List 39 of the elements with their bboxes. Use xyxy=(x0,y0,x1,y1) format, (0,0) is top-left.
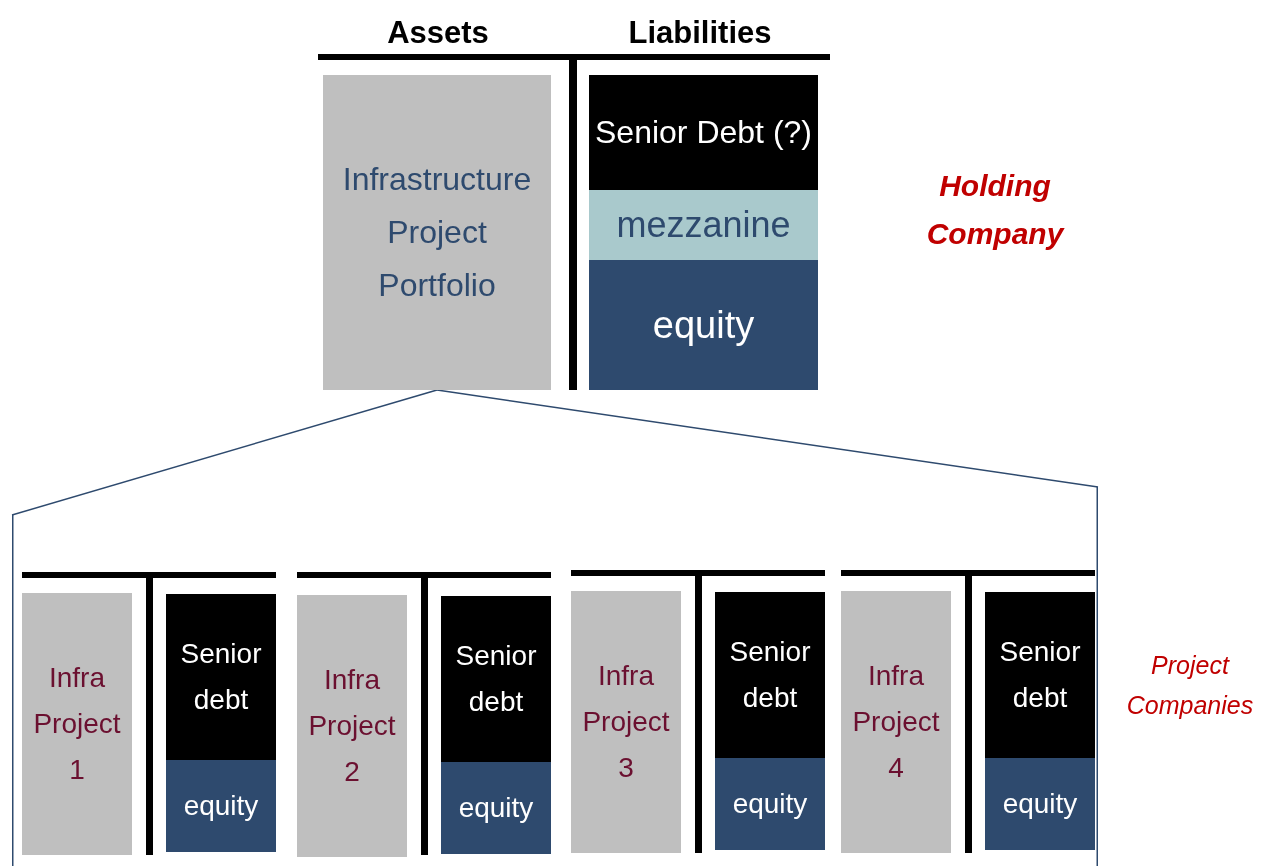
zoom-frame xyxy=(12,487,1098,866)
liability-box xyxy=(715,592,825,758)
liability-box xyxy=(985,758,1095,850)
column-heading: Liabilities xyxy=(627,14,773,52)
liability-box xyxy=(589,190,818,260)
box-text: Infra Project 3 xyxy=(581,658,671,786)
box-text: equity xyxy=(651,302,756,348)
box-text: mezzanine xyxy=(615,203,792,248)
asset-box xyxy=(323,75,551,390)
box-text: Senior debt xyxy=(454,638,538,719)
box-text: Senior debt xyxy=(728,634,812,715)
box-text: equity xyxy=(731,786,809,821)
zoom-line xyxy=(436,389,1099,488)
liability-box xyxy=(985,592,1095,758)
asset-box xyxy=(841,591,951,853)
box-text: Infrastructure Project Portfolio xyxy=(341,160,533,305)
liability-box xyxy=(715,758,825,850)
asset-box xyxy=(297,595,407,857)
liability-box xyxy=(589,75,818,190)
box-text: equity xyxy=(457,790,535,825)
asset-box xyxy=(22,593,132,855)
liability-box xyxy=(441,596,551,762)
box-text: Senior Debt (?) xyxy=(594,113,813,153)
box-text: Infra Project 2 xyxy=(307,662,397,790)
box-text: Infra Project 1 xyxy=(32,660,122,788)
annotation-text: Holding Company xyxy=(925,168,1066,252)
zoom-line xyxy=(11,389,438,516)
liability-box xyxy=(589,260,818,390)
box-text: equity xyxy=(182,788,260,823)
box-text: equity xyxy=(1001,786,1079,821)
column-heading: Assets xyxy=(386,14,490,52)
box-text: Senior debt xyxy=(179,636,263,717)
liability-box xyxy=(166,760,276,852)
liability-box xyxy=(166,594,276,760)
annotation-text: Project Companies xyxy=(1125,650,1255,721)
box-text: Senior debt xyxy=(998,634,1082,715)
asset-box xyxy=(571,591,681,853)
box-text: Infra Project 4 xyxy=(851,658,941,786)
liability-box xyxy=(441,762,551,854)
